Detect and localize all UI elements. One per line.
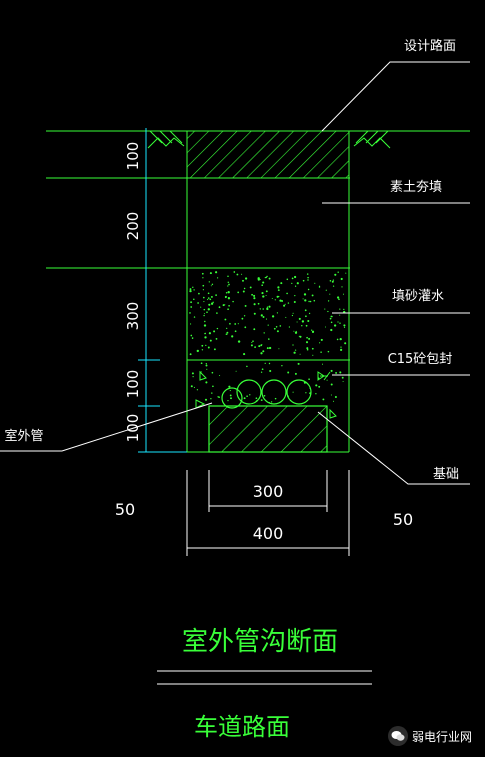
dim-100-mid: 100 <box>124 370 142 399</box>
dim-width-inner: 300 <box>253 482 284 501</box>
ground-symbol-left <box>147 130 185 149</box>
dim-width-outer: 400 <box>253 524 284 543</box>
label-sand-fill: 填砂灌水 <box>392 289 444 304</box>
pipe <box>286 379 312 405</box>
label-backfill: 素土夯填 <box>390 180 442 195</box>
pipe <box>236 379 262 405</box>
sub-title: 车道路面 <box>194 713 290 741</box>
horizontal-dimension <box>186 470 350 556</box>
foundation-hatch <box>208 405 328 453</box>
label-road-surface: 设计路面 <box>404 38 456 54</box>
sand-fill-texture <box>189 271 347 404</box>
wechat-icon <box>388 726 408 746</box>
concrete-marks <box>195 370 337 419</box>
leader-lines <box>0 61 470 485</box>
vertical-dimension <box>138 128 187 453</box>
dim-300: 300 <box>124 302 142 331</box>
dim-200: 200 <box>124 212 142 241</box>
dim-side-right: 50 <box>393 510 413 529</box>
label-foundation: 基础 <box>433 467 459 482</box>
dim-side-left: 50 <box>115 500 135 519</box>
pipe <box>261 379 287 405</box>
main-title: 室外管沟断面 <box>182 627 338 657</box>
dim-100-top: 100 <box>124 142 142 171</box>
label-outdoor-pipe: 室外管 <box>4 428 43 444</box>
watermark: 弱电行业网 <box>388 726 472 746</box>
watermark-text: 弱电行业网 <box>412 729 473 744</box>
label-concrete-wrap: C15砼包封 <box>388 352 453 367</box>
road-surface-hatch <box>186 130 350 179</box>
pipes <box>221 379 312 409</box>
ground-symbol-right <box>353 130 391 149</box>
